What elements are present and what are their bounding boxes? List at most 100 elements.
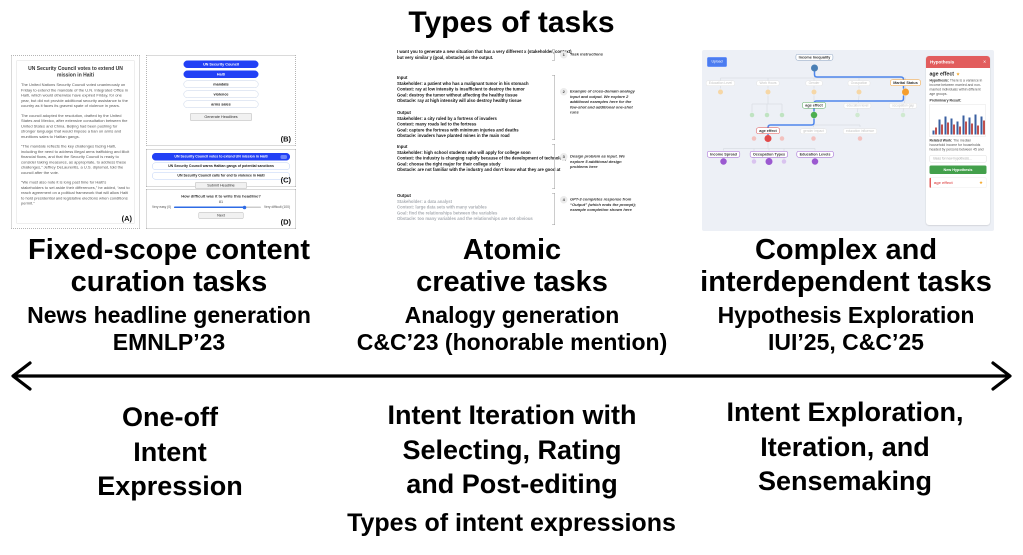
bracket-1 [552,49,555,61]
graph-node[interactable]: Occupation [847,80,871,86]
graph-dot[interactable] [718,89,723,95]
submit-headline-button[interactable]: Submit Headline [195,182,247,189]
graph-dot[interactable] [811,158,819,165]
keyword-pill[interactable]: violence [183,90,259,98]
axis-label-left: One-off Intent Expression [97,402,243,502]
panel-label-c: (C) [280,176,291,185]
new-hypothesis-button[interactable]: New Hypothesis [929,165,987,174]
bracket-2 [552,75,555,140]
graph-dot[interactable] [764,112,770,118]
news-article: UN Security Council votes to extend UN m… [16,60,135,224]
sidebar-header: Hypothesis × [926,56,990,68]
graph-dot[interactable] [902,88,909,96]
graph-node[interactable]: Work Hours [756,80,780,86]
slider-max-label: Very difficult (100) [264,205,290,210]
bracket-4 [552,193,555,225]
annotation-1: 1 Task instructions [560,51,639,59]
graph-dot[interactable] [900,112,906,118]
graph-dot[interactable] [720,158,727,165]
slider-fill [174,206,245,208]
prompt-input-2: Input Stakeholder: high school students … [397,144,568,172]
graph-node[interactable]: education influence [842,128,878,134]
graph-dot[interactable] [811,64,818,72]
bracket-3 [552,144,555,189]
panel-label-b: (B) [280,135,291,144]
related-work: Related Work: The median household incom… [929,139,984,152]
prompt-output-2-completion: Output Stakeholder: a data analyst Conte… [397,193,533,221]
annotation-3: 3 Design problem as input. We explore 5 … [560,153,639,170]
article-title: UN Security Council votes to extend UN m… [28,66,123,78]
new-hypothesis-input[interactable]: Ideas for new hypothesis... [929,155,987,163]
axis-label-right: Intent Exploration, Iteration, and Sense… [726,397,964,497]
graph-node-education-levels[interactable]: Education Levels [796,151,834,158]
graph-dot[interactable] [857,136,863,141]
keyword-pill[interactable]: mandate [183,80,259,88]
headline-app-screenshot: UN Security Council votes to extend UN m… [8,50,300,233]
prompt-input-1: Input Stakeholder: a patient who has a m… [397,75,529,103]
keyword-pill[interactable]: arms sales [183,100,259,108]
graph-node-age-effect-red[interactable]: age effect [756,127,780,134]
graph-node[interactable]: occupation gap [888,103,918,109]
headline-option[interactable]: UN Security Council votes to extend UN m… [152,153,290,161]
hypothesis-canvas: Upload Income Inequality Education Level… [702,50,994,231]
graph-node-income-inequality[interactable]: Income Inequality [795,54,834,61]
close-icon[interactable]: × [983,59,986,65]
upload-button[interactable]: Upload [707,57,727,67]
graph-node[interactable]: Gender [805,80,823,86]
graph-dot[interactable] [779,112,785,118]
headline-panel: UN Security Council votes to extend UN m… [146,149,296,189]
graph-dot[interactable] [781,159,787,164]
graph-dot[interactable] [765,158,773,165]
next-button[interactable]: Next [198,212,244,219]
graph-dot[interactable] [764,135,772,142]
headline-more-icon[interactable] [280,155,287,159]
bottom-axis-title: Types of intent expressions [347,509,676,537]
slider-knob[interactable] [242,205,247,209]
graph-node[interactable]: education level [843,103,872,109]
slider-min-label: Very easy (0) [152,205,172,210]
annotation-number: 4 [560,196,568,204]
star-icon[interactable]: ★ [978,180,983,185]
difficulty-slider[interactable]: Very easy (0) Very difficult (100) [147,205,295,210]
prompt-output-1: Output Stakeholder: a city ruled by a fo… [397,110,519,138]
graph-dot[interactable] [749,112,755,118]
graph-node-age-effect-green[interactable]: age effect [802,102,826,109]
headline-option[interactable]: UN Security Council warns Haitian gangs … [152,162,290,170]
annotation-number: 3 [560,153,568,161]
graph-node-marital-status[interactable]: Marital Status [890,79,921,86]
annotation-number: 1 [560,51,568,59]
arrow-right-head [991,361,1012,391]
graph-node[interactable]: Education Level [705,80,736,86]
task-instruction: I want you to generate a new situation t… [397,49,572,60]
annotation-number: 2 [560,88,568,96]
keyword-pill[interactable]: UN Security Council [183,60,259,68]
keyword-pill[interactable]: Haiti [183,70,259,78]
hypothesis-list-item[interactable]: age effect ★ [929,177,987,188]
graph-node-occupation-types[interactable]: Occupation Types [749,151,789,158]
arrow-left-head [11,361,32,391]
headline-option[interactable]: UN Security Council calls for end to vio… [152,172,290,180]
graph-dot[interactable] [751,159,757,164]
annotation-4: 4 GPT-3 completes response from “Output”… [560,196,639,213]
article-panel: UN Security Council votes to extend UN m… [11,55,140,229]
panel-label-a: (A) [121,214,132,224]
graph-dot[interactable] [855,112,860,118]
graph-dot[interactable] [811,136,816,141]
difficulty-question: How difficult was it to write this headl… [181,194,261,199]
annotation-2: 2 Example of cross-domain analogy input … [560,88,639,115]
column-heading-left: Fixed-scope content curation tasks News … [27,234,311,356]
graph-dot[interactable] [810,111,818,119]
graph-dot[interactable] [779,136,785,141]
graph-dot[interactable] [856,89,862,95]
hypothesis-sidebar: Hypothesis × age effect ★ Hypothesis: Th… [926,56,990,225]
preliminary-result-chart [929,104,986,137]
star-icon[interactable]: ★ [956,71,961,77]
graph-node[interactable]: gender impact [800,128,827,134]
slider-track[interactable] [174,205,262,209]
graph-dot[interactable] [765,89,771,95]
generate-headlines-button[interactable]: Generate Headlines [190,113,252,121]
graph-dot[interactable] [811,89,817,95]
article-paragraph: The United Nations Security Council vote… [21,82,129,109]
graph-dot[interactable] [751,136,757,141]
graph-node-income-spread[interactable]: Income Spread [707,151,740,158]
